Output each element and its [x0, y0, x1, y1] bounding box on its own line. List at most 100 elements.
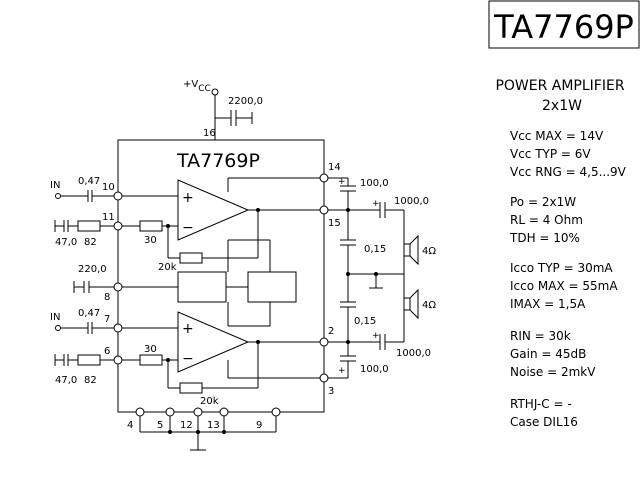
spec-vcc-rng: Vcc RNG = 4,5...9V	[510, 165, 627, 179]
input-terminal-1	[55, 193, 61, 199]
speaker-2-cone	[409, 288, 419, 320]
input-label-1: IN	[50, 180, 60, 191]
label-c-in1-val: 47,0	[55, 237, 77, 248]
spec-imax: IMAX = 1,5A	[510, 297, 586, 311]
speaker-2-body	[403, 297, 411, 311]
boot1-plus: +	[338, 177, 346, 187]
label-c-mid: 220,0	[78, 264, 107, 275]
pin-2-node	[319, 337, 329, 347]
pin-10: 10	[102, 182, 115, 193]
boot2-plus: +	[338, 366, 346, 376]
r-fb1-b	[179, 252, 203, 264]
pin-13: 13	[207, 420, 220, 431]
r-in1	[77, 220, 101, 232]
junction	[168, 430, 172, 434]
pin-7: 7	[104, 314, 110, 325]
label-c-boot1: 100,0	[360, 178, 389, 189]
junction	[346, 272, 350, 276]
supply-label: +VCC	[183, 79, 211, 94]
spec-vcc-typ: Vcc TYP = 6V	[510, 147, 591, 161]
pin-4-node	[135, 407, 145, 417]
speaker-1-cone	[409, 234, 419, 266]
opamp-1	[177, 179, 250, 241]
pin-2: 2	[328, 326, 334, 337]
function-title: POWER AMPLIFIER	[495, 78, 624, 94]
label-c-boot2: 100,0	[360, 364, 389, 375]
pin-16: 16	[203, 128, 216, 139]
speaker-1-body	[403, 243, 411, 257]
input-terminal-2	[55, 325, 61, 331]
opamp2-minus: −	[182, 351, 194, 367]
spec-gain: Gain = 45dB	[510, 347, 586, 361]
spec-rthj: RTHJ-C = -	[510, 397, 572, 411]
supply-terminal	[211, 88, 219, 96]
pin-11-node	[113, 221, 123, 231]
out1-plus: +	[372, 199, 380, 209]
part-number-title: TA7769P	[493, 8, 634, 46]
pin-7-node	[113, 323, 123, 333]
spec-case: Case DIL16	[510, 415, 578, 429]
opamp1-plus: +	[182, 190, 194, 206]
chip-label: TA7769P	[176, 150, 260, 172]
pin-10-node	[113, 191, 123, 201]
junction	[222, 430, 226, 434]
r-in2	[77, 354, 101, 366]
pin-4: 4	[127, 420, 133, 431]
opamp-2	[177, 311, 250, 373]
pin-3: 3	[328, 386, 334, 397]
label-r-fb2-a: 30	[144, 344, 157, 355]
junction	[196, 430, 200, 434]
label-spk2: 4Ω	[422, 300, 436, 311]
pin-11: 11	[102, 212, 115, 223]
pin-9-node	[271, 407, 281, 417]
ic-body	[117, 139, 325, 413]
label-spk1: 4Ω	[422, 246, 436, 257]
spec-po: Po = 2x1W	[510, 195, 576, 209]
spec-icco-typ: Icco TYP = 30mA	[510, 261, 613, 275]
pin-6-node	[113, 355, 123, 365]
pin-13-node	[219, 407, 229, 417]
r-fb2-a	[139, 354, 163, 366]
spec-icco-max: Icco MAX = 55mA	[510, 279, 618, 293]
spec-noise: Noise = 2mkV	[510, 365, 596, 379]
opamp2-plus: +	[182, 321, 194, 337]
label-r-fb1-b: 20k	[158, 262, 177, 273]
pin-12: 12	[180, 420, 193, 431]
pin-5-node	[165, 407, 175, 417]
pin-14: 14	[328, 162, 341, 173]
input-label-2: IN	[50, 312, 60, 323]
out2-plus: +	[372, 331, 380, 341]
label-c-in2-val: 47,0	[55, 375, 77, 386]
label-r-fb1-a: 30	[144, 235, 157, 246]
pin-8: 8	[104, 292, 110, 303]
label-c-out1: 1000,0	[394, 196, 429, 207]
pin-6: 6	[104, 346, 110, 357]
pin-9: 9	[256, 420, 262, 431]
function-subtitle: 2x1W	[542, 98, 582, 114]
label-r-in1: 82	[84, 237, 97, 248]
pin-3-node	[319, 373, 329, 383]
spec-tdh: TDH = 10%	[509, 231, 580, 245]
pin-15: 15	[328, 218, 341, 229]
bias-block-right	[247, 271, 297, 303]
junction	[166, 358, 170, 362]
bias-block-left	[177, 271, 227, 303]
label-r-fb2-b: 20k	[200, 396, 219, 407]
r-fb2-b	[179, 382, 203, 394]
r-fb1-a	[139, 220, 163, 232]
label-c-supply: 2200,0	[228, 96, 263, 107]
pin-12-node	[193, 407, 203, 417]
label-c-in1: 0,47	[78, 176, 100, 187]
pin-5: 5	[157, 420, 163, 431]
label-c-zob2: 0,15	[354, 316, 376, 327]
opamp1-minus: −	[182, 220, 194, 236]
label-r-in2: 82	[84, 375, 97, 386]
pin-15-node	[319, 205, 329, 215]
junction	[166, 224, 170, 228]
pin-14-node	[319, 173, 329, 183]
label-c-zob1: 0,15	[364, 244, 386, 255]
label-c-in2: 0,47	[78, 308, 100, 319]
title-box	[488, 0, 640, 49]
spec-vcc-max: Vcc MAX = 14V	[510, 129, 604, 143]
